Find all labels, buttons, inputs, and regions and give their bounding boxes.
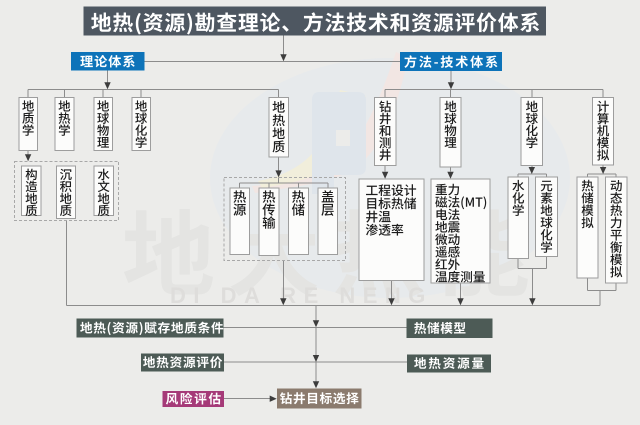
svg-text:DI DA RE NENG: DI DA RE NENG bbox=[170, 283, 433, 308]
